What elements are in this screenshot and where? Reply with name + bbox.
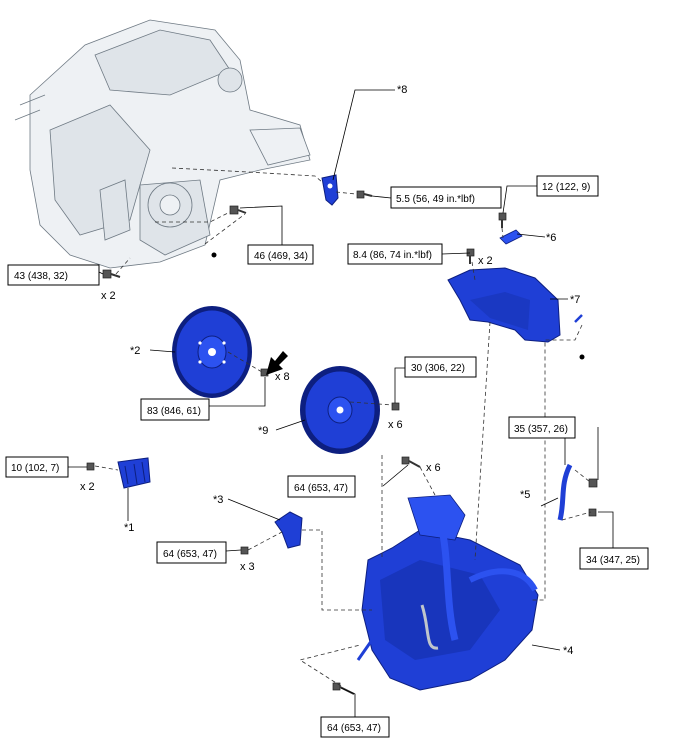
converter-part-9 xyxy=(300,366,380,454)
reference-dot xyxy=(579,354,585,360)
engine-illustration xyxy=(14,19,311,269)
part-3 xyxy=(274,511,303,549)
bolt-icon xyxy=(86,462,95,471)
svg-text:5.5 (56, 49 in.*lbf): 5.5 (56, 49 in.*lbf) xyxy=(396,194,475,205)
cover-part-7 xyxy=(447,267,583,343)
svg-text:10 (102, 7): 10 (102, 7) xyxy=(11,463,59,474)
svg-text:30 (306, 22): 30 (306, 22) xyxy=(411,363,465,374)
torque-label: 8.4 (86, 74 in.*lbf) xyxy=(347,243,443,265)
svg-text:64 (653, 47): 64 (653, 47) xyxy=(327,723,381,734)
svg-text:12 (122, 9): 12 (122, 9) xyxy=(542,182,590,193)
svg-text:34 (347, 25): 34 (347, 25) xyxy=(586,555,640,566)
arrow-icon xyxy=(266,351,288,375)
reference-dot xyxy=(211,252,217,258)
svg-text:46 (469, 34): 46 (469, 34) xyxy=(254,251,308,262)
callout-label: *6 xyxy=(546,232,556,244)
callout-label: *1 xyxy=(124,522,134,534)
tube-part-5 xyxy=(557,463,573,521)
quantity-label: x 6 xyxy=(388,419,403,431)
bracket-part-6 xyxy=(499,229,523,245)
callout-label: *4 xyxy=(563,645,573,657)
torque-label: 46 (469, 34) xyxy=(247,244,314,265)
svg-text:43 (438, 32): 43 (438, 32) xyxy=(14,271,68,282)
torque-label: 34 (347, 25) xyxy=(579,547,649,570)
nut-icon xyxy=(588,478,598,488)
quantity-label: x 6 xyxy=(426,462,441,474)
torque-label: 35 (357, 26) xyxy=(508,416,576,439)
bolt-icon xyxy=(498,212,507,228)
bolt-icon xyxy=(401,456,421,468)
svg-text:64 (653, 47): 64 (653, 47) xyxy=(163,549,217,560)
bolt-icon xyxy=(466,248,475,264)
quantity-label: x 2 xyxy=(101,290,116,302)
callout-labels: *1 *2 *3 *4 *5 *6 *7 *8 *9 xyxy=(124,84,580,657)
torque-label: 43 (438, 32) xyxy=(7,264,100,286)
callout-label: *7 xyxy=(570,294,580,306)
drive-plate-part-2 xyxy=(172,306,252,398)
bolt-icon xyxy=(240,546,249,555)
torque-label: 10 (102, 7) xyxy=(5,456,69,478)
svg-text:8.4 (86, 74 in.*lbf): 8.4 (86, 74 in.*lbf) xyxy=(353,250,432,261)
svg-text:64 (653, 47): 64 (653, 47) xyxy=(294,483,348,494)
callout-label: *5 xyxy=(520,489,530,501)
fasteners xyxy=(86,190,598,695)
quantity-label: x 2 xyxy=(478,255,493,267)
leader-lines xyxy=(68,89,614,717)
torque-label: 64 (653, 47) xyxy=(287,475,356,498)
quantity-label: x 3 xyxy=(240,561,255,573)
quantity-labels: x 2 x 2 x 8 x 6 x 6 x 2 x 3 xyxy=(80,255,493,573)
svg-text:83 (846, 61): 83 (846, 61) xyxy=(147,406,201,417)
torque-label: 30 (306, 22) xyxy=(404,356,477,378)
torque-label: 12 (122, 9) xyxy=(536,175,599,197)
bolt-icon xyxy=(356,190,373,199)
bolt-icon xyxy=(229,205,247,215)
alignment-lines xyxy=(94,167,592,687)
transaxle-part-4 xyxy=(356,494,539,691)
bolt-icon xyxy=(391,402,400,411)
quantity-label: x 8 xyxy=(275,371,290,383)
torque-label: 5.5 (56, 49 in.*lbf) xyxy=(390,186,502,209)
bracket-part-8 xyxy=(321,174,339,206)
torque-label: 64 (653, 47) xyxy=(320,716,390,738)
part-1 xyxy=(117,457,151,489)
svg-text:35 (357, 26): 35 (357, 26) xyxy=(514,424,568,435)
callout-label: *2 xyxy=(130,345,140,357)
quantity-label: x 2 xyxy=(80,481,95,493)
torque-label: 64 (653, 47) xyxy=(156,541,227,564)
callout-label: *8 xyxy=(397,84,407,96)
callout-label: *3 xyxy=(213,494,223,506)
bolt-icon xyxy=(102,269,121,279)
torque-labels: 43 (438, 32) 46 (469, 34) 5.5 (56, 49 in… xyxy=(5,175,649,738)
callout-label: *9 xyxy=(258,425,268,437)
torque-label: 83 (846, 61) xyxy=(140,398,210,421)
